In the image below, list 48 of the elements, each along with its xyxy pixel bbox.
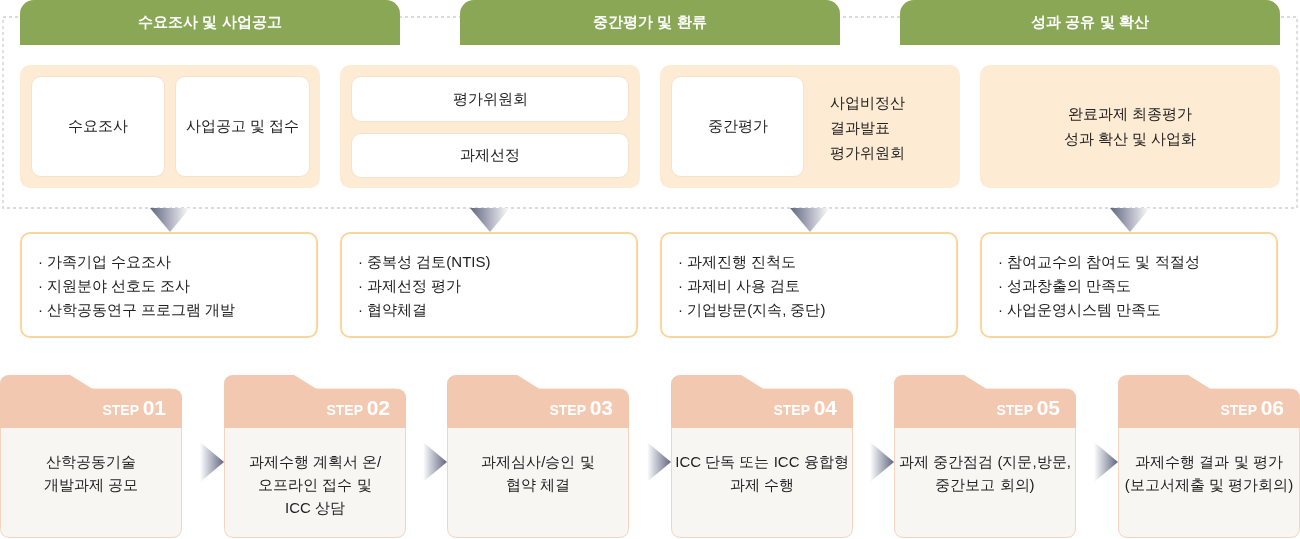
step-card xyxy=(671,375,853,538)
step-number: STEP 06 xyxy=(1220,396,1284,421)
step-card xyxy=(447,375,629,538)
step-number: STEP 05 xyxy=(996,396,1060,421)
step-description: 과제 중간점검 (지문,방문,중간보고 회의) xyxy=(898,452,1072,495)
step-description: 과제수행 결과 및 평가 (보고서제출 및 평가회의) xyxy=(1123,452,1295,495)
section-header: 수요조사 및 사업공고 xyxy=(20,0,400,45)
step-card xyxy=(1118,375,1300,538)
bullet-list-box xyxy=(340,232,638,338)
section-header: 중간평가 및 환류 xyxy=(460,0,840,45)
item-box: 사업공고 및 접수 xyxy=(175,76,310,177)
panel xyxy=(340,65,640,188)
step-description: 산학공동기술 개발과제 공모 xyxy=(42,452,140,495)
bullet-item: · 협약체결 xyxy=(358,300,428,320)
step-number: STEP 02 xyxy=(326,396,390,421)
bullet-item: · 과제비 사용 검토 xyxy=(678,276,801,296)
item-box: 과제선정 xyxy=(351,133,629,178)
bullet-item: · 기업방문(지속, 중단) xyxy=(678,300,826,320)
step-card xyxy=(894,375,1076,538)
bullet-item: · 중복성 검토(NTIS) xyxy=(358,252,491,272)
section-header: 성과 공유 및 확산 xyxy=(900,0,1280,45)
panel xyxy=(660,65,960,188)
bullet-item: · 과제진행 진척도 xyxy=(678,252,797,272)
step-card xyxy=(224,375,406,538)
bullet-item: · 사업운영시스템 만족도 xyxy=(998,300,1162,320)
panel xyxy=(20,65,320,188)
bullet-item: · 지원분야 선호도 조사 xyxy=(38,276,191,296)
item-box: 수요조사 xyxy=(31,76,165,177)
step-description: 과제수행 계획서 온/오프라인 접수 및 ICC 상담 xyxy=(247,452,383,518)
bullet-item: · 참여교수의 참여도 및 적절성 xyxy=(998,252,1200,272)
bullet-list-box xyxy=(20,232,318,338)
panel-text: 완료과제 최종평가 성과 확산 및 사업화 xyxy=(1062,104,1198,149)
item-box: 중간평가 xyxy=(671,76,804,177)
bullet-item: · 가족기업 수요조사 xyxy=(38,252,172,272)
bullet-list-box xyxy=(980,232,1278,338)
step-number: STEP 03 xyxy=(549,396,613,421)
bullet-item: · 산학공동연구 프로그램 개발 xyxy=(38,300,236,320)
step-number: STEP 04 xyxy=(773,396,837,421)
step-card xyxy=(0,375,182,538)
bullet-item: · 과제선정 평가 xyxy=(358,276,462,296)
panel xyxy=(980,65,1280,188)
bullet-item: · 성과창출의 만족도 xyxy=(998,276,1132,296)
step-number: STEP 01 xyxy=(102,396,166,421)
step-description: 과제심사/승인 및 협약 체결 xyxy=(480,452,596,495)
bullet-list-box xyxy=(660,232,958,338)
panel-text: 사업비정산 결과발표 평가위원회 xyxy=(830,93,906,163)
step-description: ICC 단독 또는 ICC 융합형 과제 수행 xyxy=(674,452,850,495)
item-box: 평가위원회 xyxy=(351,76,629,122)
